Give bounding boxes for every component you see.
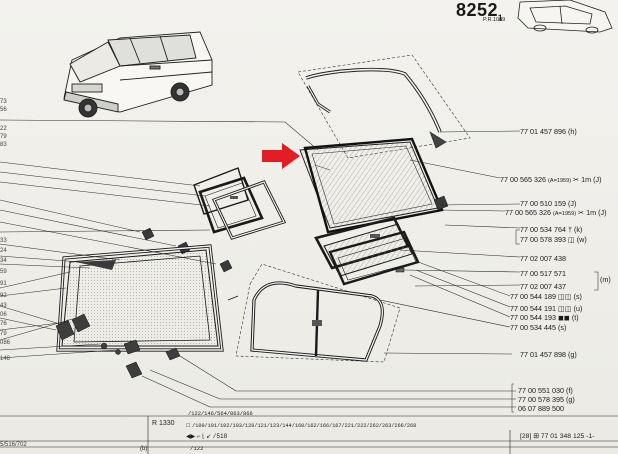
edge-number: 79 [0, 331, 7, 337]
rear-seal-group [297, 54, 471, 159]
edge-number: 33 [0, 238, 7, 244]
footer-ref: [28] ⊞ 77 01 348 125 -1- [520, 433, 595, 440]
part-label-s-189[interactable]: 77 00 544 189 ◫◫ (s) [510, 292, 582, 301]
part-label-437[interactable]: 77 02 007 437 [520, 282, 566, 291]
edge-number: 06 [0, 312, 7, 318]
part-label-571[interactable]: 77 00 517 571 [520, 269, 566, 278]
part-label-w[interactable]: 77 00 578 393 ◫ (w) [520, 235, 587, 244]
dagger-icon: † [567, 225, 572, 234]
edge-number: 92 [0, 293, 7, 299]
part-label-j-1[interactable]: 77 00 565 326 (A=1959) ✂ 1m (J) [500, 175, 602, 184]
footer-line-2: ☐ /100/101/102/103/120/121/123/144/160/1… [186, 423, 417, 429]
corner-car-sketch [517, 0, 613, 34]
glasses-icon: ◫◫ [557, 304, 572, 313]
car-illustration [63, 31, 213, 118]
glasses-icon: ◫ [567, 235, 575, 244]
edge-number: 59 [0, 269, 7, 275]
edge-number: 086 [0, 340, 11, 346]
edge-number: 83 [0, 142, 7, 148]
part-label-s-445[interactable]: 77 00 534 445 (s) [510, 323, 567, 332]
part-label-j-3[interactable]: 77 00 565 326 (A=1959) ✂ 1m (J) [505, 208, 607, 217]
door-frame-group [235, 263, 401, 363]
footer-line-1: /122/146/564/863/866 [188, 411, 253, 417]
part-label-f[interactable]: 77 00 551 030 (f) [518, 386, 573, 395]
edge-number: 5/516/702 [0, 442, 27, 448]
scissors-icon: ✂ [573, 175, 580, 184]
part-label-500[interactable]: 06 07 889 500 [518, 404, 564, 413]
side-window-group [193, 167, 287, 240]
quarter-glass-group [314, 216, 420, 286]
bottom-small-parts [55, 313, 181, 379]
edge-number: 43 [0, 303, 7, 309]
bracket-m-label: (m) [600, 275, 611, 284]
windscreen-group [56, 244, 239, 352]
checkbox-icon: ☐ [186, 423, 191, 429]
part-label-k[interactable]: 77 00 534 764 † (k) [520, 225, 583, 234]
edge-number: 148 [0, 356, 11, 362]
edge-number: 34 [0, 258, 7, 264]
part-label-g-898[interactable]: 77 01 457 898 (g) [520, 350, 577, 359]
part-label-g-395[interactable]: 77 00 578 395 (g) [518, 395, 575, 404]
scissors-icon: ✂ [578, 208, 585, 217]
part-label-t-193[interactable]: 77 00 544 193 ◼◼ (t) [510, 313, 579, 322]
glasses-icon: ◫◫ [557, 292, 572, 301]
page-number: 82521 [456, 0, 503, 23]
edge-number: 22 [0, 126, 7, 132]
rear-window-glass [299, 137, 444, 234]
model-code: R 1330 [152, 420, 175, 427]
symbol-icons: ◀▶ ⌐ ⌊ ↙ [186, 434, 212, 440]
edge-number: 91 [0, 281, 7, 287]
part-label-438[interactable]: 77 02 007 438 [520, 254, 566, 263]
glasses-icon: ◼◼ [557, 313, 570, 322]
footer-line-4: /122 [190, 445, 204, 452]
edge-number: 79 [0, 134, 7, 140]
edge-number: 56 [0, 107, 7, 113]
edge-number: 76 [0, 321, 7, 327]
page-ref: P.R.1009 [483, 17, 506, 23]
grid-box-icon: ⊞ [533, 433, 539, 440]
footer-table-lines [0, 415, 618, 454]
part-label-u-191[interactable]: 77 00 544 191 ◫◫ (u) [510, 304, 583, 313]
edge-number: 24 [0, 248, 7, 254]
leader-lines [0, 119, 599, 413]
part-label-h[interactable]: 77 01 457 896 (h) [520, 127, 577, 136]
red-arrow [262, 143, 300, 169]
footer-line-3: ◀▶ ⌐ ⌊ ↙ /518 [186, 433, 228, 441]
edge-number: 73 [0, 99, 7, 105]
b-label: (b) [140, 446, 148, 452]
part-label-j-2[interactable]: 77 00 510 159 (J) [520, 199, 577, 208]
